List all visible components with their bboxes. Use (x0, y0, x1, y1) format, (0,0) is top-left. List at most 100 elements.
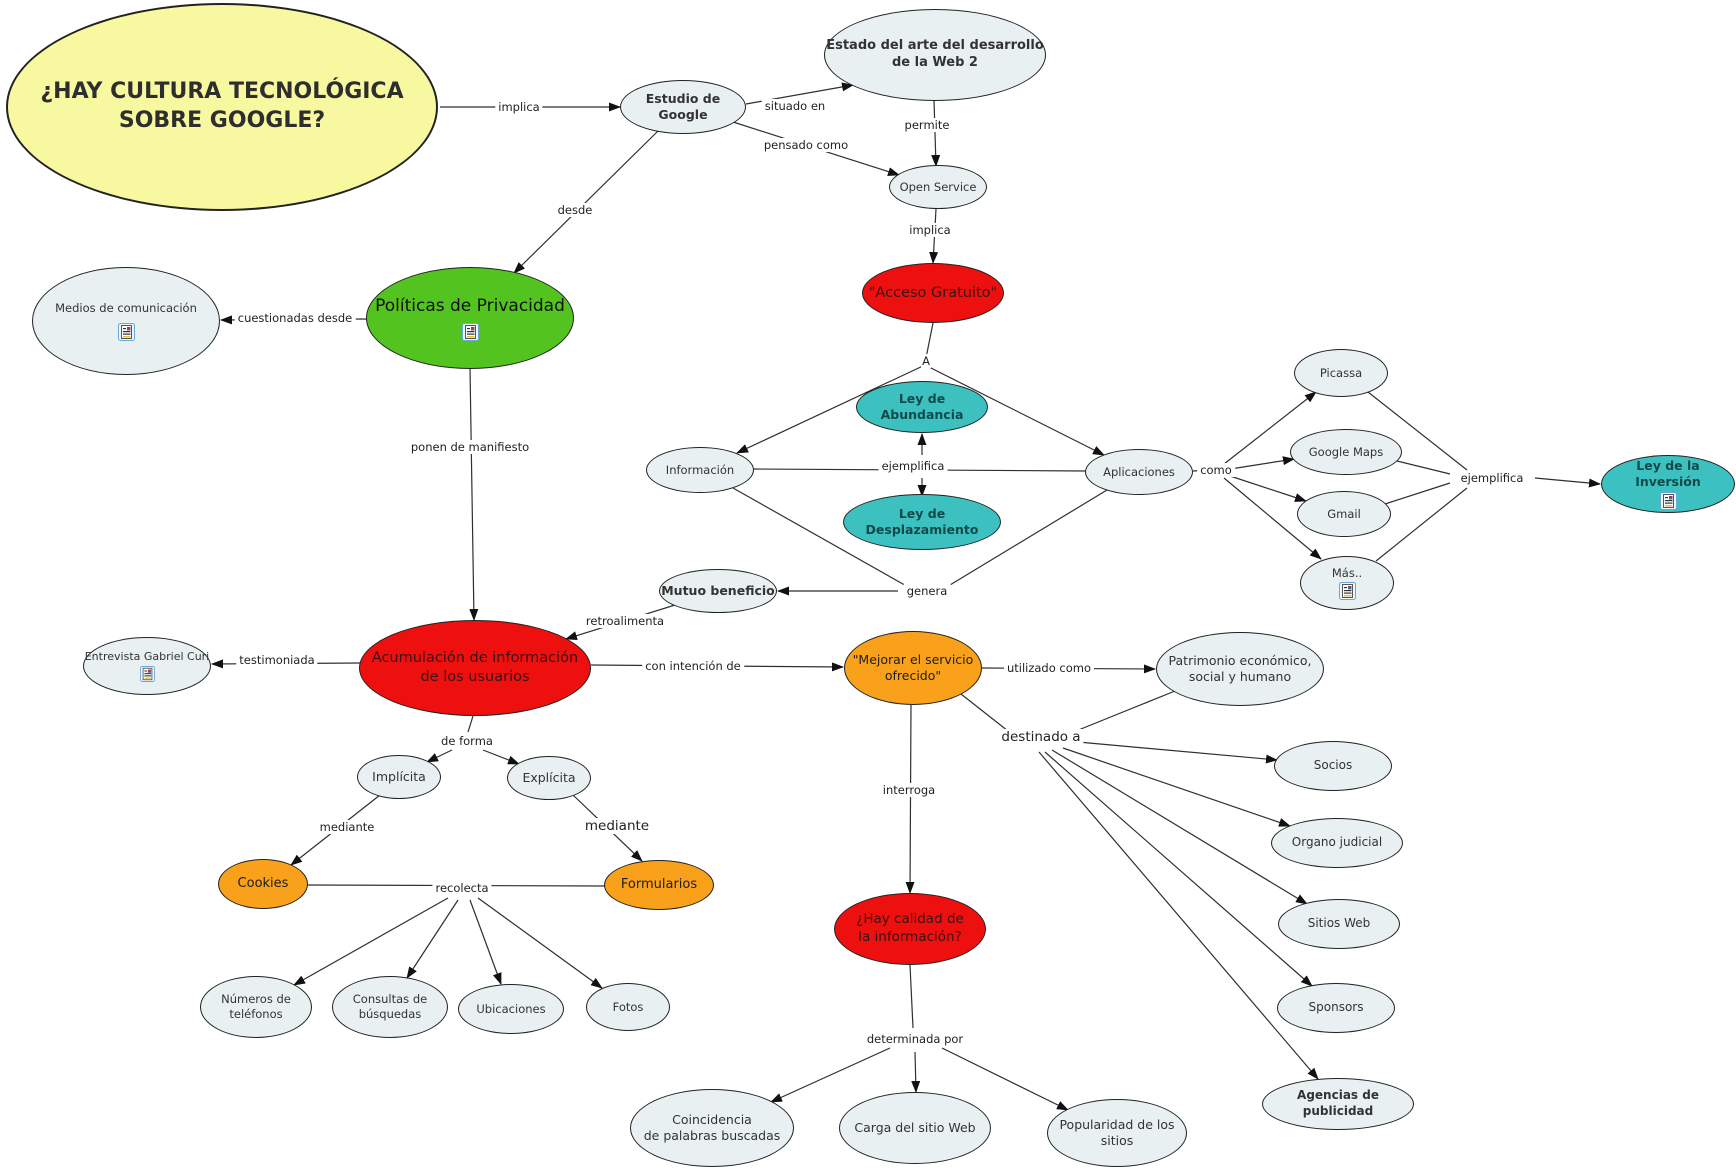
node-agencias-publicidad[interactable]: Agencias de publicidad (1262, 1078, 1414, 1130)
edge (1038, 751, 1319, 1080)
node-politicas-de-privacidad[interactable]: Políticas de Privacidad (366, 267, 574, 369)
link-label-implica-2[interactable]: implica (906, 223, 954, 237)
link-label-de-forma[interactable]: de forma (438, 734, 496, 748)
node-explicita[interactable]: Explícita (507, 756, 591, 800)
resource-icon[interactable] (139, 666, 155, 683)
node-open-service[interactable]: Open Service (889, 165, 987, 209)
link-label-determinada-por[interactable]: determinada por (863, 1032, 967, 1046)
node-ley-inversion-label: Ley de la Inversión (1635, 457, 1701, 489)
link-label-ponen-de-manifiesto[interactable]: ponen de manifiesto (407, 440, 533, 454)
resource-icon[interactable] (1659, 492, 1677, 511)
edge (931, 99, 941, 167)
node-acumulacion-informacion[interactable]: Acumulación de información de los usuari… (359, 620, 591, 716)
node-popularidad-sitios[interactable]: Popularidad de los sitios (1047, 1099, 1187, 1167)
edge (1062, 747, 1291, 827)
node-hay-calidad[interactable]: ¿Hay calidad de la información? (834, 893, 986, 965)
edge (1534, 477, 1601, 488)
node-cookies[interactable]: Cookies (218, 859, 308, 909)
link-label-ejemplifica-mid[interactable]: ejemplifica (878, 459, 948, 473)
node-ley-de-desplazamiento[interactable]: Ley de Desplazamiento (843, 494, 1001, 550)
link-label-situado-en[interactable]: situado en (761, 99, 829, 113)
edge (736, 364, 926, 454)
edge (1375, 487, 1468, 562)
node-consultas-busquedas[interactable]: Consultas de búsquedas (332, 976, 448, 1038)
link-label-cuestionadas-desde[interactable]: cuestionadas desde (234, 311, 356, 325)
resource-icon[interactable] (1338, 582, 1356, 601)
node-estado-web2[interactable]: Estado del arte del desarrollo de la Web… (824, 9, 1046, 101)
link-label-desde[interactable]: desde (554, 203, 596, 217)
link-label-permite[interactable]: permite (901, 118, 953, 132)
node-ley-de-la-inversion[interactable]: Ley de la Inversión (1601, 455, 1735, 513)
node-coincidencia-palabras[interactable]: Coincidencia de palabras buscadas (630, 1089, 794, 1167)
edge (482, 749, 520, 765)
node-carga-sitio-web[interactable]: Carga del sitio Web (839, 1092, 991, 1164)
edge (770, 1047, 891, 1103)
edge (941, 1047, 1069, 1111)
node-patrimonio[interactable]: Patrimonio económico, social y humano (1156, 632, 1324, 706)
edge (732, 487, 911, 589)
node-main-question[interactable]: ¿HAY CULTURA TECNOLÓGICA SOBRE GOOGLE? (6, 3, 438, 211)
edge (1077, 741, 1278, 764)
link-label-recolecta[interactable]: recolecta (432, 881, 492, 895)
edge (477, 897, 603, 989)
node-sponsors[interactable]: Sponsors (1277, 983, 1395, 1033)
edge (1044, 751, 1313, 987)
edge (905, 704, 915, 894)
edge (909, 964, 914, 1029)
node-acceso-gratuito[interactable]: "Acceso Gratuito" (862, 263, 1004, 323)
edge (426, 749, 453, 763)
node-picassa[interactable]: Picassa (1294, 349, 1388, 397)
edge (1223, 391, 1317, 465)
node-sitios-web[interactable]: Sitios Web (1278, 899, 1400, 949)
node-mas-label: Más.. (1331, 565, 1363, 580)
edge (293, 897, 449, 986)
edge (1051, 749, 1308, 905)
node-mutuo-beneficio[interactable]: Mutuo beneficio (659, 569, 777, 613)
link-label-mediante-1[interactable]: mediante (316, 820, 378, 834)
node-estudio-de-google[interactable]: Estudio de Google (620, 80, 746, 134)
node-politicas-label: Políticas de Privacidad (375, 295, 565, 316)
node-ley-de-abundancia[interactable]: Ley de Abundancia (856, 381, 988, 433)
link-label-retroalimenta[interactable]: retroalimenta (582, 614, 668, 628)
link-label-pensado-como[interactable]: pensado como (760, 138, 852, 152)
link-label-implica-1[interactable]: implica (495, 100, 543, 114)
node-mejorar-servicio[interactable]: "Mejorar el servicio ofrecido" (844, 631, 982, 705)
node-socios[interactable]: Socios (1274, 741, 1392, 791)
link-label-a[interactable]: A (921, 354, 931, 368)
node-formularios[interactable]: Formularios (604, 860, 714, 910)
node-gmail[interactable]: Gmail (1297, 491, 1391, 537)
link-label-mediante-2[interactable]: mediante (581, 818, 653, 834)
node-informacion[interactable]: Información (646, 447, 754, 493)
node-mas[interactable]: Más.. (1300, 556, 1394, 610)
link-label-destinado-a[interactable]: destinado a (998, 729, 1084, 745)
node-fotos[interactable]: Fotos (586, 983, 670, 1031)
link-label-ejemplifica-right[interactable]: ejemplifica (1457, 471, 1527, 485)
node-numeros-telefonos[interactable]: Números de teléfonos (200, 976, 312, 1038)
edge (911, 1051, 921, 1093)
resource-icon[interactable] (117, 323, 135, 342)
edge (944, 489, 1108, 589)
edge (406, 899, 459, 979)
node-google-maps[interactable]: Google Maps (1290, 429, 1402, 475)
link-label-como[interactable]: como (1197, 463, 1235, 477)
edge (1223, 473, 1307, 502)
node-entrevista-gabriel-curi[interactable]: Entrevista Gabriel Curi (83, 637, 211, 695)
edge (469, 367, 479, 621)
link-label-testimoniada[interactable]: testimoniada (236, 653, 318, 667)
edge (1396, 460, 1451, 475)
link-label-genera[interactable]: genera (903, 584, 951, 598)
node-ubicaciones[interactable]: Ubicaciones (458, 984, 564, 1034)
edge (469, 899, 502, 985)
node-medios-label: Medios de comunicación (55, 300, 197, 315)
node-medios-de-comunicacion[interactable]: Medios de comunicación (32, 267, 220, 375)
resource-icon[interactable] (461, 323, 479, 342)
link-label-utilizado-como[interactable]: utilizado como (1003, 661, 1095, 675)
node-organo-judicial[interactable]: Organo judicial (1271, 818, 1403, 868)
edge (1384, 482, 1451, 505)
node-aplicaciones[interactable]: Aplicaciones (1085, 449, 1193, 495)
node-implicita[interactable]: Implícita (357, 755, 441, 799)
link-label-interroga[interactable]: interroga (879, 783, 939, 797)
link-label-con-intencion-de[interactable]: con intención de (642, 659, 744, 673)
edge (960, 693, 1009, 732)
